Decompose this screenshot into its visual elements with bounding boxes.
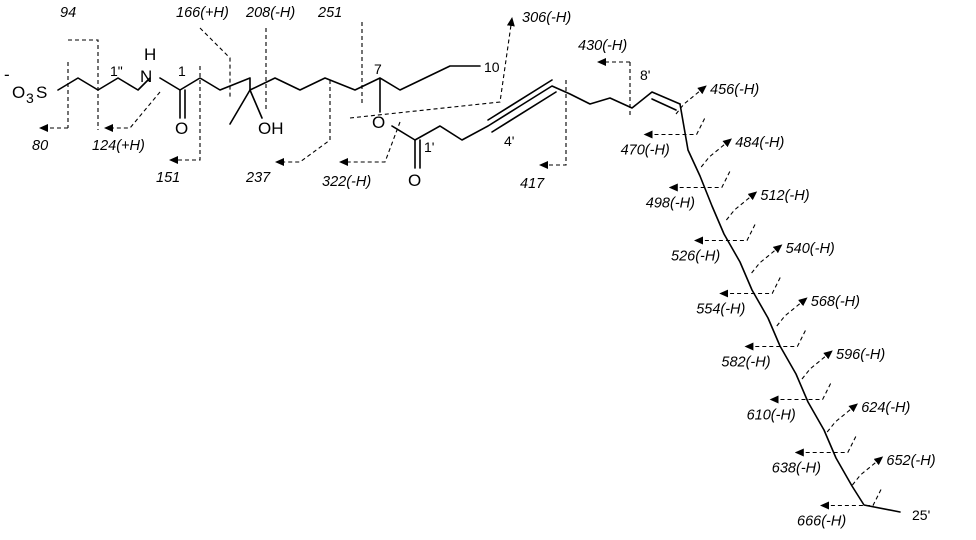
fragment-arrow: [694, 224, 756, 245]
fragment-arrow: [769, 383, 832, 404]
tail-chain: [679, 103, 901, 513]
amide-nitrogen: N: [140, 67, 152, 86]
tail-fragment-labels: 456(-H) 470(-H) 484(-H) 498(-H) 512(-H) 526(-…: [621, 82, 936, 530]
fragment-label: 251: [317, 5, 342, 21]
fragment-label: 568(-H): [811, 294, 860, 310]
fragment-arrow: [744, 330, 806, 351]
fragment-label: 430(-H): [578, 38, 627, 54]
position-7: 7: [374, 61, 382, 77]
fragment-labels: 94 80 124(+H) 151 166(+H) 208(-H) 237 25…: [32, 5, 627, 192]
fragment-label: 624(-H): [861, 400, 910, 416]
atom-labels: - O 3 S H N O OH O O: [4, 45, 421, 190]
taurine-chain: [57, 77, 151, 91]
position-25p: 25': [912, 507, 930, 523]
fragment-label: 512(-H): [760, 188, 809, 204]
fragment-label: 582(-H): [721, 355, 770, 371]
fragment-arrow: [700, 138, 732, 168]
fragment-arrow: [719, 277, 781, 298]
fragment-arrow: [776, 297, 808, 327]
position-1: 1: [178, 63, 186, 79]
position-1p: 1': [424, 139, 434, 155]
position-1pp: 1": [110, 63, 123, 79]
fragment-label: 80: [32, 138, 48, 154]
position-10: 10: [484, 59, 500, 75]
tail-fragment-arrows: [643, 85, 884, 510]
skeleton-bonds: [57, 65, 901, 513]
fragment-arrow: [675, 85, 707, 115]
fragment-label: 638(-H): [772, 461, 821, 477]
fragment-label: 124(+H): [92, 138, 145, 154]
fragment-label: 540(-H): [786, 241, 835, 257]
sulfonate-o: O: [12, 83, 25, 102]
fragment-label: 306(-H): [522, 10, 571, 26]
ester-oxygen: O: [372, 113, 385, 132]
fragment-label: 596(-H): [836, 347, 885, 363]
fragment-arrow: [643, 118, 706, 139]
fragment-label: 166(+H): [176, 5, 229, 21]
hydroxyl-bond: [249, 89, 263, 119]
fragment-arrow: [820, 489, 882, 510]
fragment-label: 666(-H): [797, 514, 846, 530]
fragment-label: 456(-H): [710, 82, 759, 98]
fragment-label: 470(-H): [621, 143, 670, 159]
fragment-arrow: [851, 456, 884, 486]
fragment-label: 322(-H): [322, 174, 371, 190]
fragment-arrow: [794, 436, 857, 457]
triple-bond-line2: [487, 79, 553, 121]
fragment-arrow: [826, 403, 858, 433]
main-chain: [159, 65, 481, 91]
sulfur-atom: S: [36, 83, 47, 102]
sulfonate-subscript: 3: [26, 90, 34, 106]
fragment-label: 417: [520, 176, 545, 192]
fragment-label: 208(-H): [245, 5, 295, 21]
triple-bond-line3: [491, 91, 557, 133]
fragmentation-lines: [39, 17, 631, 169]
fragment-label: 526(-H): [671, 249, 720, 265]
acyl-chain: [391, 85, 681, 141]
charge-sign: -: [4, 65, 10, 84]
position-4p: 4': [504, 133, 514, 149]
amide-oxygen: O: [175, 119, 188, 138]
fragment-arrow: [668, 171, 731, 192]
fragment-arrow: [801, 350, 833, 380]
cis-double-bond: [651, 98, 677, 111]
fragment-label: 652(-H): [886, 453, 935, 469]
carbonyl-oxygen: O: [408, 171, 421, 190]
hydroxyl-group: OH: [258, 119, 284, 138]
fragment-label: 610(-H): [747, 408, 796, 424]
fragment-label: 554(-H): [696, 302, 745, 318]
position-numbers: 1" 1 7 10 1' 4' 8' 25': [110, 59, 930, 523]
nh-hydrogen: H: [144, 45, 156, 64]
fragment-label: 484(-H): [735, 135, 784, 151]
fragment-arrow: [725, 191, 758, 221]
position-8p: 8': [640, 67, 650, 83]
fragment-label: 151: [156, 170, 180, 186]
fragment-label: 237: [245, 170, 271, 186]
methyl-bond: [229, 89, 251, 125]
fragment-label: 498(-H): [646, 196, 695, 212]
fragment-label: 94: [60, 5, 76, 21]
fragment-arrow: [751, 244, 783, 274]
